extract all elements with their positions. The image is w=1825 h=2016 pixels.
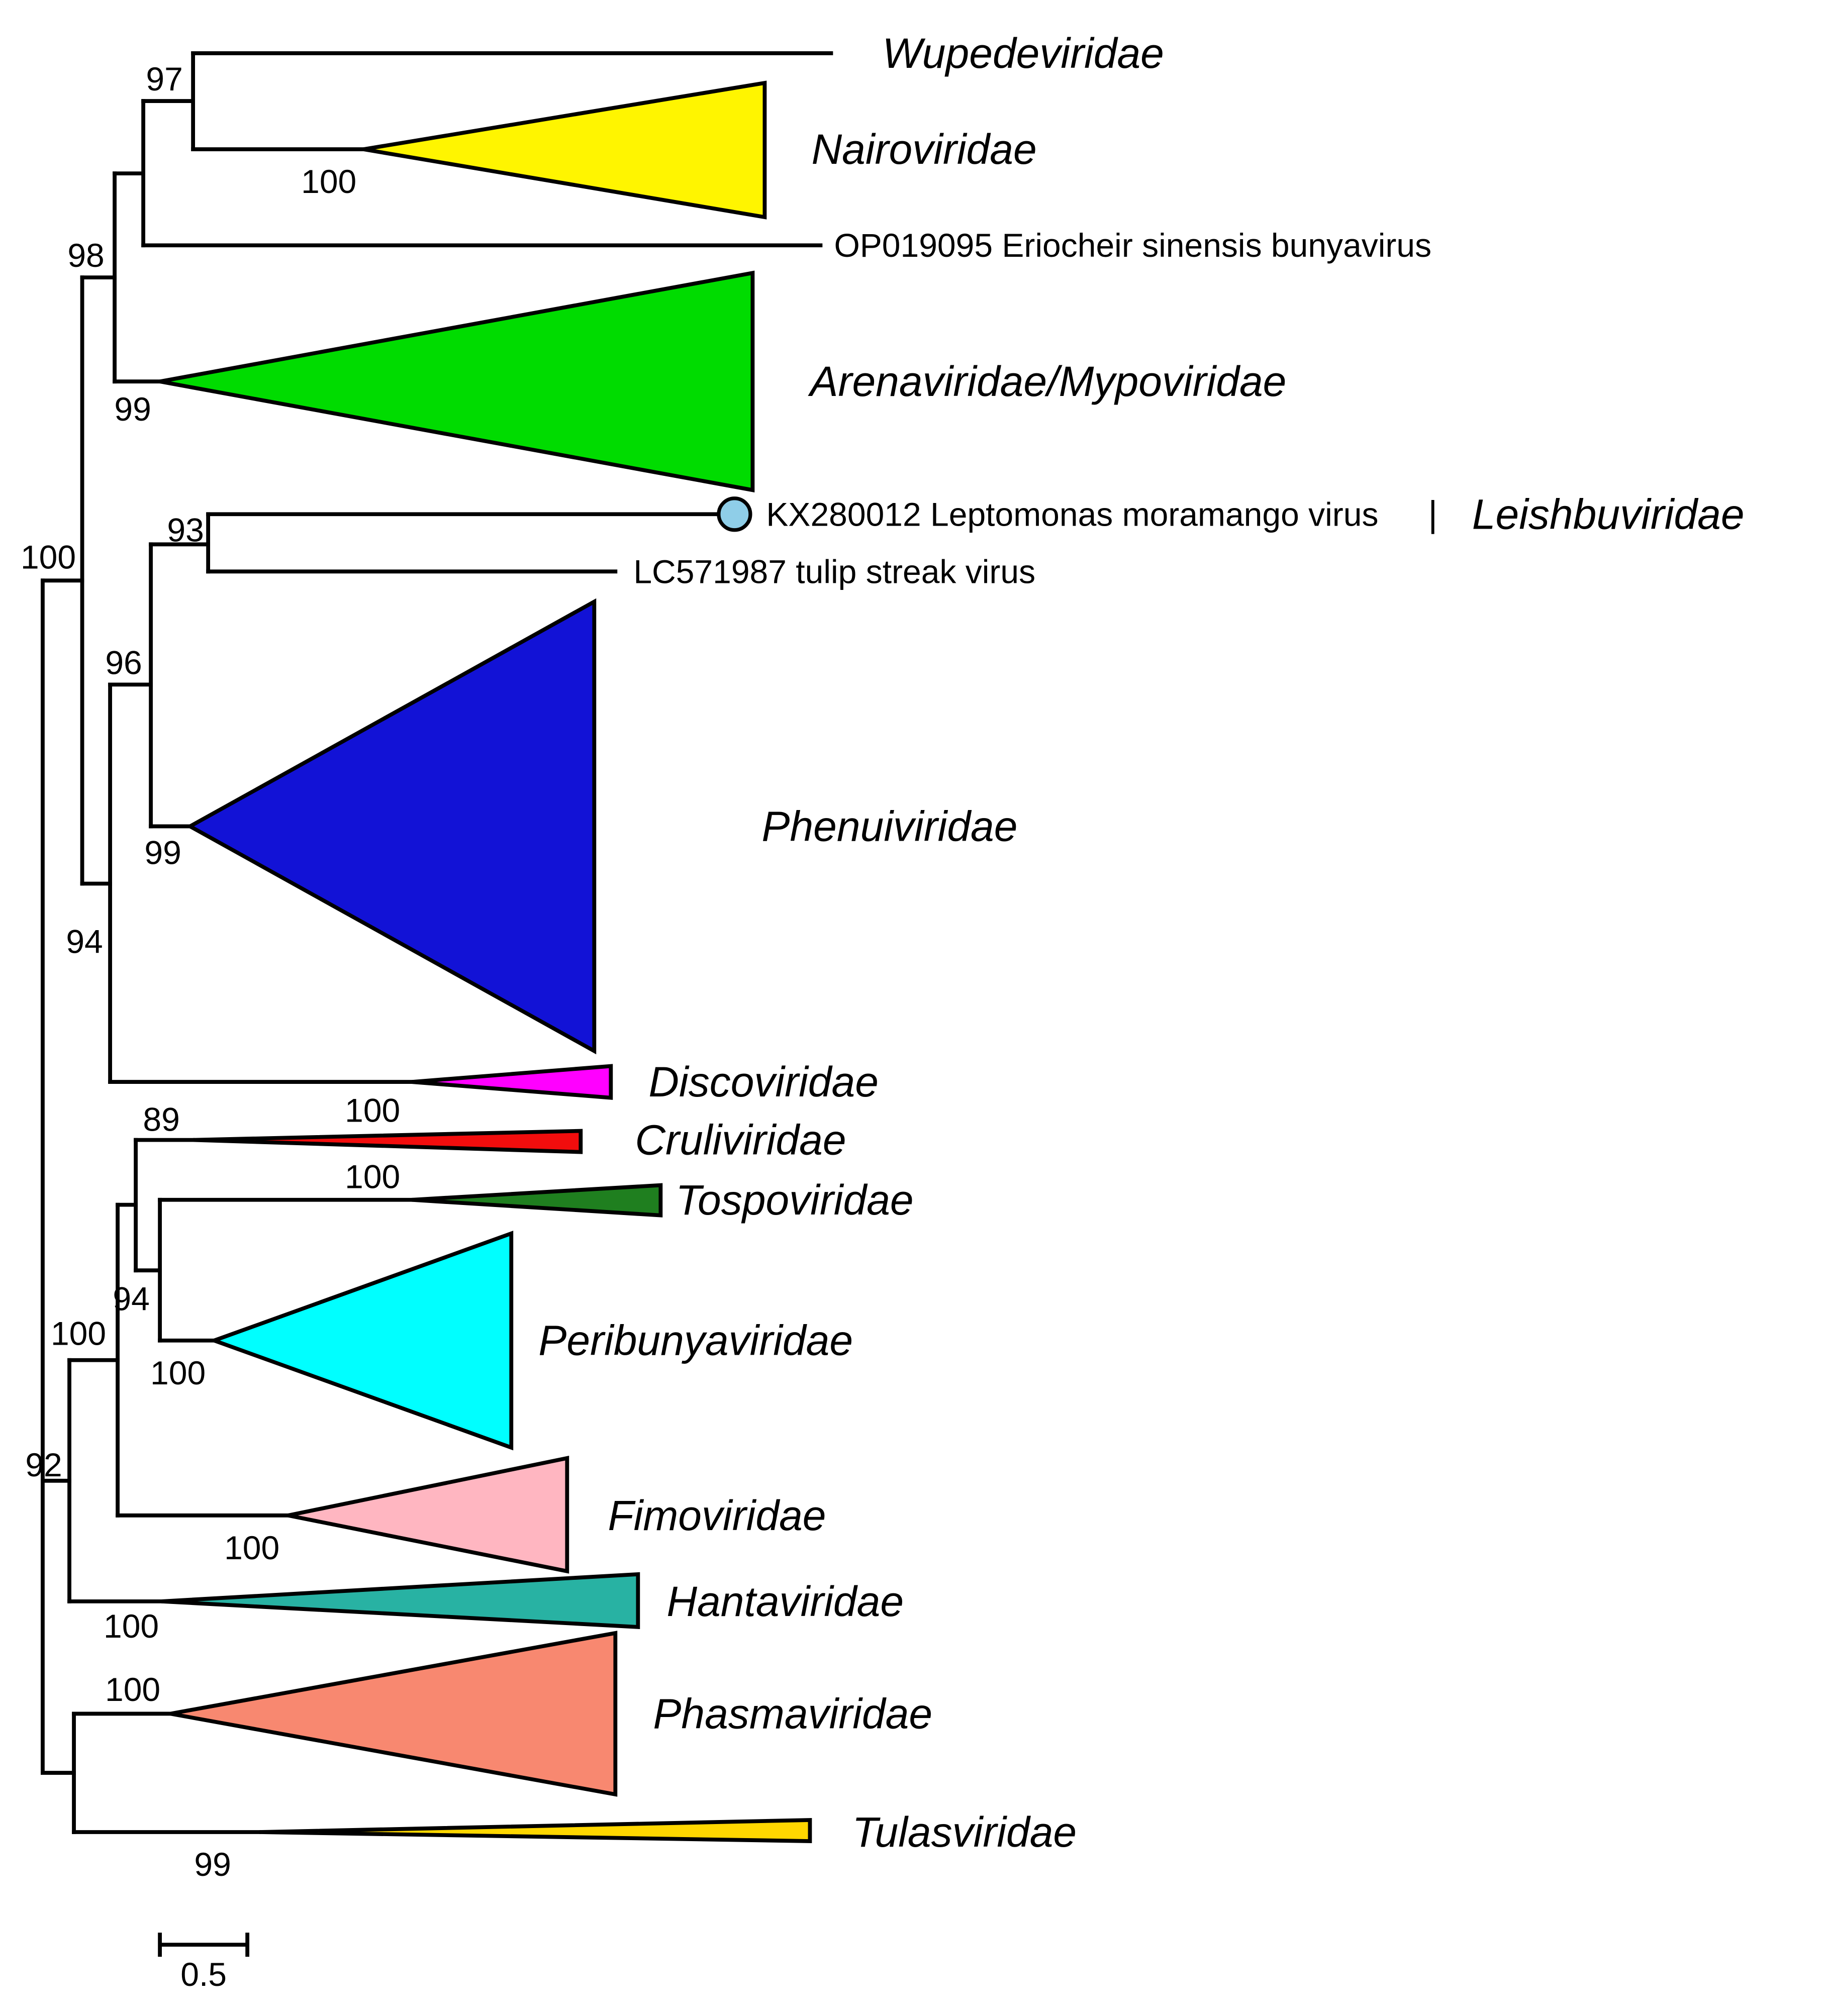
clade-triangle-discoviridae xyxy=(411,1064,613,1100)
bootstrap-value-17-100: 100 xyxy=(104,1607,159,1645)
leaf-labels: NairoviridaeArenaviridae/MypoviridaePhen… xyxy=(538,30,1744,1856)
clade-label-discoviridae: Discoviridae xyxy=(648,1058,879,1105)
bootstrap-labels: 9710098991009396999410089100941001009210… xyxy=(21,60,400,1883)
bootstrap-value-19-99: 99 xyxy=(194,1846,231,1883)
clade-label-phasmaviridae: Phasmaviridae xyxy=(653,1690,932,1737)
bootstrap-value-3-99: 99 xyxy=(114,390,151,428)
clade-label-phenuiviridae: Phenuiviridae xyxy=(761,802,1017,850)
bootstrap-value-13-100: 100 xyxy=(51,1315,106,1352)
bootstrap-value-18-100: 100 xyxy=(105,1671,160,1708)
leaf-label-lc571987: LC571987 tulip streak virus xyxy=(633,553,1035,590)
leaf-label-kx280012: KX280012 Leptomonas moramango virus xyxy=(766,495,1378,533)
leishbuviridae-divider: | xyxy=(1428,494,1437,534)
leaf-label-wupedeviridae: Wupedeviridae xyxy=(882,30,1164,77)
bootstrap-value-8-94: 94 xyxy=(66,923,103,960)
clade-label-cruliviridae: Cruliviridae xyxy=(635,1117,846,1164)
scale-bar: 0.5 xyxy=(158,1933,250,1993)
bootstrap-value-5-93: 93 xyxy=(167,511,204,548)
clade-label-hantaviridae: Hantaviridae xyxy=(666,1578,904,1625)
bootstrap-value-2-98: 98 xyxy=(67,237,104,274)
clade-triangle-arenaviridae-mypoviridae xyxy=(159,270,755,492)
clade-label-tospoviridae: Tospoviridae xyxy=(676,1176,913,1224)
leishbuviridae-marker xyxy=(717,496,752,532)
bootstrap-value-15-92: 92 xyxy=(25,1446,62,1483)
clade-triangle-tulasviridae xyxy=(259,1818,812,1843)
bootstrap-value-6-96: 96 xyxy=(105,644,142,681)
bootstrap-value-12-94: 94 xyxy=(113,1280,149,1318)
clade-label-arenaviridae-mypoviridae: Arenaviridae/Mypoviridae xyxy=(807,358,1286,405)
clade-label-fimoviridae: Fimoviridae xyxy=(608,1492,826,1539)
tree-edges xyxy=(41,51,833,1834)
bootstrap-value-9-100: 100 xyxy=(345,1092,400,1129)
leaf-label-op019095: OP019095 Eriocheir sinensis bunyavirus xyxy=(834,227,1431,264)
bootstrap-value-10-89: 89 xyxy=(143,1101,179,1138)
clade-triangle-phenuiviridae xyxy=(186,598,597,1055)
clade-triangle-tospoviridae xyxy=(411,1183,663,1218)
clade-triangle-hantaviridae xyxy=(161,1572,640,1629)
clade-label-nairoviridae: Nairoviridae xyxy=(811,126,1036,173)
clade-triangle-fimoviridae xyxy=(287,1456,569,1574)
clade-triangle-cruliviridae xyxy=(193,1129,583,1154)
bootstrap-value-4-100: 100 xyxy=(21,538,76,575)
bootstrap-value-7-99: 99 xyxy=(144,834,181,871)
leaf-markers xyxy=(717,496,752,532)
clade-triangles xyxy=(159,80,812,1843)
bootstrap-value-16-100: 100 xyxy=(224,1529,279,1566)
bootstrap-value-14-100: 100 xyxy=(150,1354,206,1391)
clade-triangle-nairoviridae xyxy=(363,80,767,220)
clade-label-leishbuviridae: Leishbuviridae xyxy=(1472,490,1745,538)
clade-triangle-peribunyaviridae xyxy=(208,1231,514,1451)
clade-label-tulasviridae: Tulasviridae xyxy=(852,1808,1077,1856)
clade-label-peribunyaviridae: Peribunyaviridae xyxy=(538,1317,853,1364)
scale-bar-label: 0.5 xyxy=(180,1956,227,1993)
bootstrap-value-0-97: 97 xyxy=(146,60,182,97)
clade-triangle-phasmaviridae xyxy=(170,1631,618,1797)
bootstrap-value-1-100: 100 xyxy=(301,163,356,200)
bootstrap-value-11-100: 100 xyxy=(345,1158,400,1195)
